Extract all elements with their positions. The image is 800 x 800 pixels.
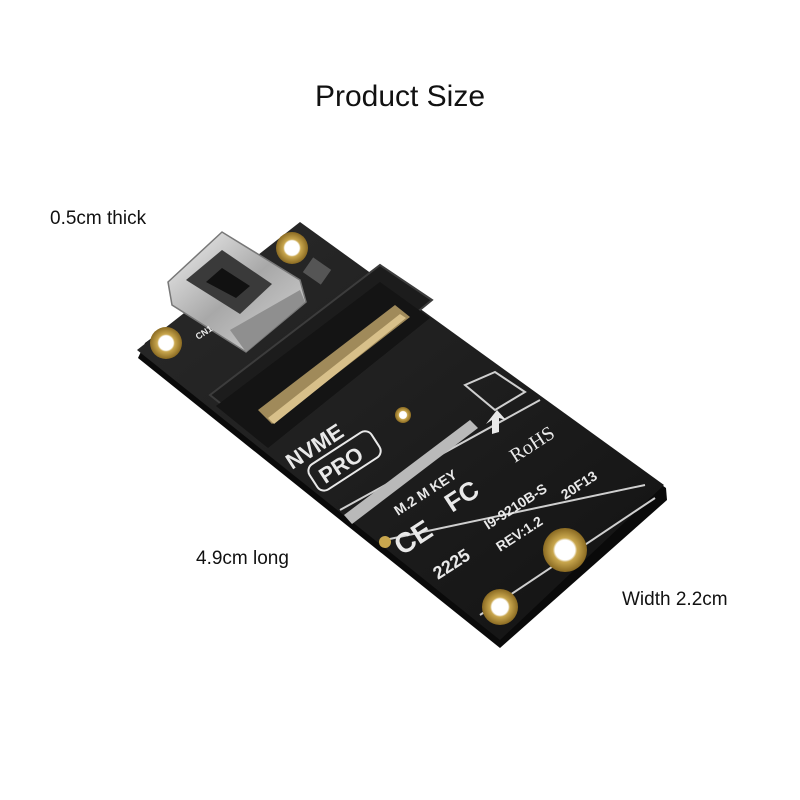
mounting-hole — [379, 536, 391, 548]
arrow-icon — [486, 410, 506, 434]
mounting-hole — [276, 232, 308, 264]
component — [302, 257, 332, 285]
mounting-holes — [150, 232, 587, 625]
page-title: Product Size — [314, 80, 486, 113]
mounting-hole — [543, 528, 587, 572]
thickness-label: 0.5cm thick — [50, 208, 147, 229]
width-label: Width 2.2cm — [622, 589, 728, 610]
mounting-hole — [395, 407, 411, 423]
pro-box — [307, 430, 382, 492]
contact-strip — [344, 420, 478, 524]
usb-c-port — [167, 231, 307, 353]
m2-slot — [208, 263, 434, 448]
length-label: 4.9cm long — [196, 548, 289, 569]
mounting-hole — [482, 589, 518, 625]
mounting-hole — [150, 327, 182, 359]
